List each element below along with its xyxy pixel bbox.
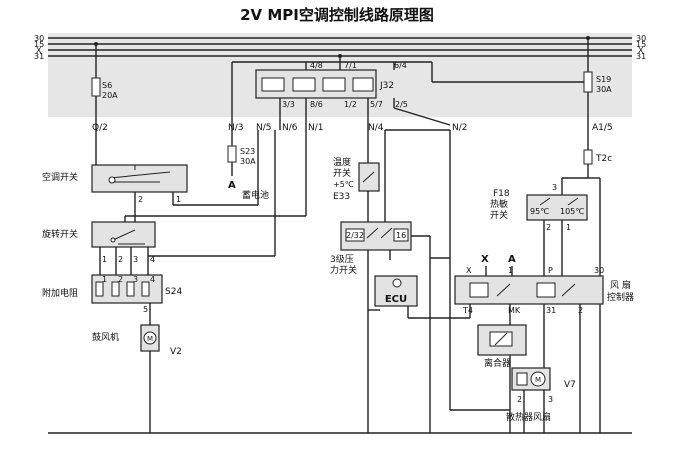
thermo-switch-name: F18	[493, 189, 510, 199]
bus-label-left-31: 31	[34, 52, 44, 61]
blower-name: V2	[170, 347, 182, 357]
fuse-s19-rating: 30A	[596, 85, 612, 94]
temp-switch-label-1: 温度	[333, 156, 351, 168]
rotary-pin-1: 1	[102, 255, 107, 264]
fan-pin-x: X	[466, 266, 472, 275]
bus-label-left-x: X	[36, 46, 42, 55]
relay-pin-7-1: 7/1	[344, 61, 357, 70]
ac-switch-label: 空调开关	[42, 171, 78, 183]
resistor-label: 附加电阻	[42, 287, 78, 299]
pressure-switch-label-2: 力开关	[330, 264, 357, 276]
fuse-s6-rating: 20A	[102, 91, 118, 100]
resistor-pin-2: 2	[118, 275, 123, 284]
rotary-pin-2: 2	[118, 255, 123, 264]
fan-label-a: A	[508, 254, 516, 265]
resistor-pin-3: 3	[133, 275, 138, 284]
fan-control-label-1: 风 扇	[610, 279, 631, 291]
thermo-switch-label-1: 热敏	[490, 198, 508, 210]
thermo-pin-1: 1	[566, 223, 571, 232]
bus-label-right-15: 15	[636, 40, 646, 49]
resistor-pin-1: 1	[102, 275, 107, 284]
ac-switch	[91, 164, 188, 193]
fan-control-label-2: 控制器	[607, 291, 634, 303]
battery-label: 蓄电池	[242, 189, 269, 201]
relay-pin-1-2: 1/2	[344, 100, 357, 109]
rotary-pin-4: 4	[150, 255, 155, 264]
fan-pin-p: P	[548, 266, 553, 275]
thermo-temp-95: 95℃	[530, 207, 549, 216]
fan-pin-31: 31	[546, 306, 556, 315]
relay-pin-6-4: 6/4	[394, 61, 407, 70]
temp-switch-name: E33	[333, 192, 350, 202]
ac-switch-pin-1: 1	[176, 195, 181, 204]
resistor-out-pin: 5	[143, 305, 148, 314]
connector-a15: A1/5	[592, 123, 613, 133]
ecu-label: ECU	[385, 294, 407, 305]
diagram-title: 2V MPI空调控制线路原理图	[240, 6, 434, 24]
fuse-s23-name: S23	[240, 147, 255, 156]
connector-n6: N/6	[282, 123, 298, 133]
clutch-label: 离合器	[484, 357, 511, 369]
connector-q2: Q/2	[92, 123, 108, 133]
fuse-s6	[91, 77, 101, 97]
fan-pin-1: 1	[508, 266, 513, 275]
resistor-name: S24	[165, 287, 182, 297]
relay-j32-name: J32	[379, 81, 394, 91]
pressure-pin-2-32: 2/32	[346, 231, 364, 240]
temp-switch-temp: +5℃	[333, 180, 354, 189]
fan-label-x: X	[481, 254, 489, 265]
blower-label: 鼓风机	[92, 331, 119, 343]
connector-n5: N/5	[256, 123, 272, 133]
bus-label-left-15: 15	[34, 40, 44, 49]
bus-label-right-30: 30	[636, 34, 646, 43]
bus-label-right-x: X	[638, 46, 644, 55]
ac-switch-pin-2: 2	[138, 195, 143, 204]
connector-n2: N/2	[452, 123, 468, 133]
rotary-pin-3: 3	[133, 255, 138, 264]
svg-text:M: M	[147, 335, 153, 343]
thermo-pin-3: 3	[552, 183, 557, 192]
relay-pin-8-6: 8/6	[310, 100, 323, 109]
relay-pin-5-7: 5/7	[370, 100, 383, 109]
resistor-pin-4: 4	[150, 275, 155, 284]
thermo-pin-2: 2	[546, 223, 551, 232]
fan-pin-t4: T4	[462, 306, 473, 315]
thermo-temp-105: 105℃	[560, 207, 584, 216]
fuse-s19	[583, 71, 593, 93]
fan-motor-pin-2: 2	[517, 395, 522, 404]
connector-n4: N/4	[368, 123, 384, 133]
fuse-s19-name: S19	[596, 75, 611, 84]
fan-motor-pin-3: 3	[548, 395, 553, 404]
battery-pin-a: A	[228, 180, 236, 191]
fan-pin-30: 30	[594, 266, 604, 275]
pressure-pin-16: 16	[396, 231, 406, 240]
rotary-switch-label: 旋转开关	[42, 228, 78, 240]
connector-t2c: T2c	[595, 154, 612, 164]
fan-pin-mk: MK	[508, 306, 521, 315]
fuse-s23	[227, 145, 237, 163]
pressure-switch-label-1: 3级压	[330, 253, 354, 265]
connector-n3: N/3	[228, 123, 244, 133]
svg-text:M: M	[535, 376, 541, 384]
bus-label-right-31: 31	[636, 52, 646, 61]
fuse-s23-rating: 30A	[240, 157, 256, 166]
fan-motor-label: 散热器风扇	[506, 411, 551, 423]
fuse-s6-name: S6	[102, 81, 112, 90]
thermo-switch-label-2: 开关	[490, 209, 508, 221]
fan-motor-name: V7	[564, 380, 576, 390]
relay-pin-2-5: 2/5	[395, 100, 408, 109]
rotary-switch	[91, 221, 156, 248]
temp-switch-label-2: 开关	[333, 167, 351, 179]
relay-pin-3-3: 3/3	[282, 100, 295, 109]
connector-n1: N/1	[308, 123, 324, 133]
relay-pin-4-8: 4/8	[310, 61, 323, 70]
bus-label-left-30: 30	[34, 34, 44, 43]
